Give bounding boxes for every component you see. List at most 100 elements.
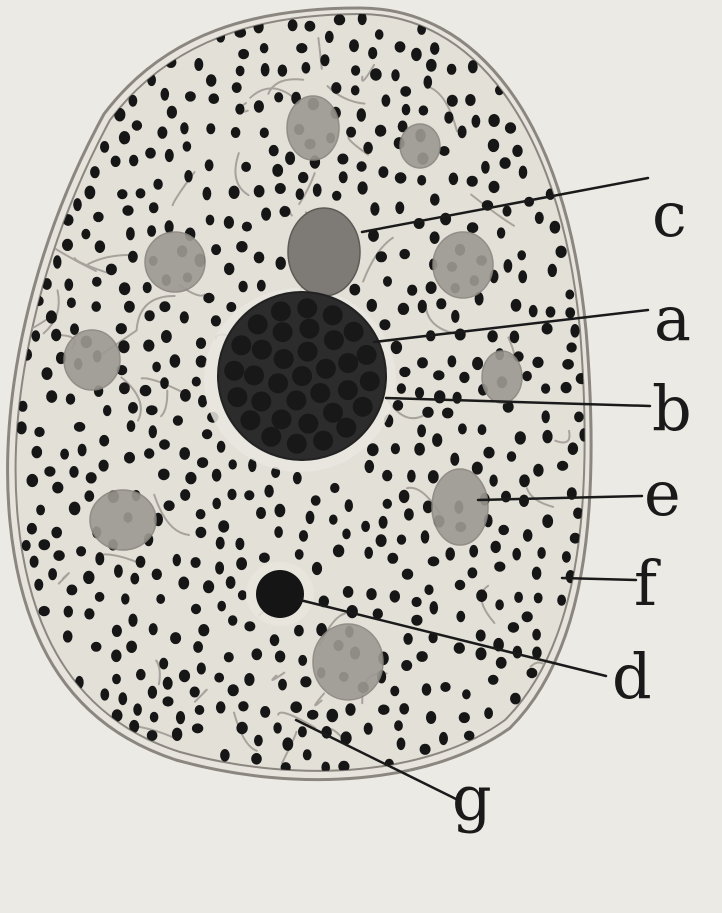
granule xyxy=(238,590,247,600)
granule xyxy=(434,390,445,403)
granule xyxy=(430,42,439,55)
granule xyxy=(358,181,368,194)
granule xyxy=(459,712,470,723)
granule xyxy=(488,139,499,152)
granule xyxy=(468,60,478,73)
granule xyxy=(489,181,500,193)
granule xyxy=(84,608,94,619)
granule xyxy=(95,240,105,253)
granule xyxy=(93,212,104,222)
granule xyxy=(300,676,311,687)
label-b: b xyxy=(652,372,692,445)
granule xyxy=(495,599,504,610)
granule xyxy=(136,188,146,198)
granule xyxy=(159,301,170,312)
granule xyxy=(152,569,162,580)
granule xyxy=(164,500,175,511)
granule xyxy=(542,430,552,443)
granule xyxy=(260,128,269,139)
granule xyxy=(146,405,158,415)
nucleus-spot xyxy=(310,383,330,403)
nucleus-spot xyxy=(252,340,272,360)
granule xyxy=(254,100,264,112)
granule xyxy=(399,703,409,714)
granule xyxy=(206,123,215,134)
granule xyxy=(361,521,370,532)
nucleus-spot xyxy=(298,414,318,434)
granule xyxy=(383,276,392,287)
granule xyxy=(276,257,286,270)
granule xyxy=(467,222,478,233)
nucleus-spot xyxy=(324,330,344,350)
granule xyxy=(420,744,431,755)
granule xyxy=(254,185,265,197)
granule xyxy=(257,280,266,292)
granule xyxy=(190,687,200,698)
granule xyxy=(542,323,553,335)
granule xyxy=(206,74,216,86)
granule xyxy=(424,76,433,89)
granule xyxy=(522,611,533,622)
granule xyxy=(565,290,574,300)
granule xyxy=(99,435,109,447)
nucleus-spot xyxy=(274,349,294,369)
granule xyxy=(220,749,230,762)
nucleus-spot xyxy=(338,353,358,373)
granule xyxy=(382,94,391,106)
granule xyxy=(397,738,406,751)
granule xyxy=(196,509,206,519)
granule xyxy=(126,227,135,240)
granule xyxy=(159,658,168,670)
granule xyxy=(527,668,538,678)
granule xyxy=(445,547,455,560)
granule xyxy=(124,452,135,464)
granule xyxy=(519,474,530,487)
granule xyxy=(397,535,406,545)
dark-body-d xyxy=(256,570,304,618)
granule xyxy=(280,206,291,217)
granule xyxy=(542,514,553,528)
granule xyxy=(226,302,236,312)
granule xyxy=(488,114,499,127)
granule xyxy=(476,589,487,602)
granule xyxy=(505,122,516,133)
granule xyxy=(391,443,400,454)
granule xyxy=(64,279,73,291)
granule xyxy=(128,614,137,627)
granule xyxy=(364,723,373,735)
granule xyxy=(192,723,203,733)
granule xyxy=(455,580,466,590)
granule xyxy=(91,301,101,312)
granule xyxy=(519,495,529,507)
nucleus-spot xyxy=(357,345,377,365)
granule xyxy=(70,323,79,335)
granule xyxy=(92,277,102,287)
granule xyxy=(173,415,183,425)
granule xyxy=(235,538,244,550)
granule xyxy=(399,490,410,503)
granule xyxy=(185,91,196,101)
granule xyxy=(163,677,173,690)
granule xyxy=(278,65,288,77)
granule xyxy=(439,732,448,745)
nucleus-spot xyxy=(261,427,281,447)
granule xyxy=(184,170,192,182)
granule xyxy=(366,588,376,600)
granule xyxy=(382,470,392,481)
granule xyxy=(488,675,499,685)
granule xyxy=(288,19,298,31)
granule xyxy=(211,244,221,255)
granule xyxy=(472,357,483,370)
granule xyxy=(173,554,181,566)
granule xyxy=(390,590,400,602)
granule xyxy=(111,156,121,167)
granule xyxy=(428,556,440,566)
granule xyxy=(152,362,161,373)
granule xyxy=(337,154,348,165)
granule xyxy=(261,208,271,221)
granule xyxy=(395,172,407,183)
granule xyxy=(378,166,388,178)
granule xyxy=(140,385,152,396)
granule xyxy=(533,464,543,477)
granule xyxy=(478,424,487,435)
